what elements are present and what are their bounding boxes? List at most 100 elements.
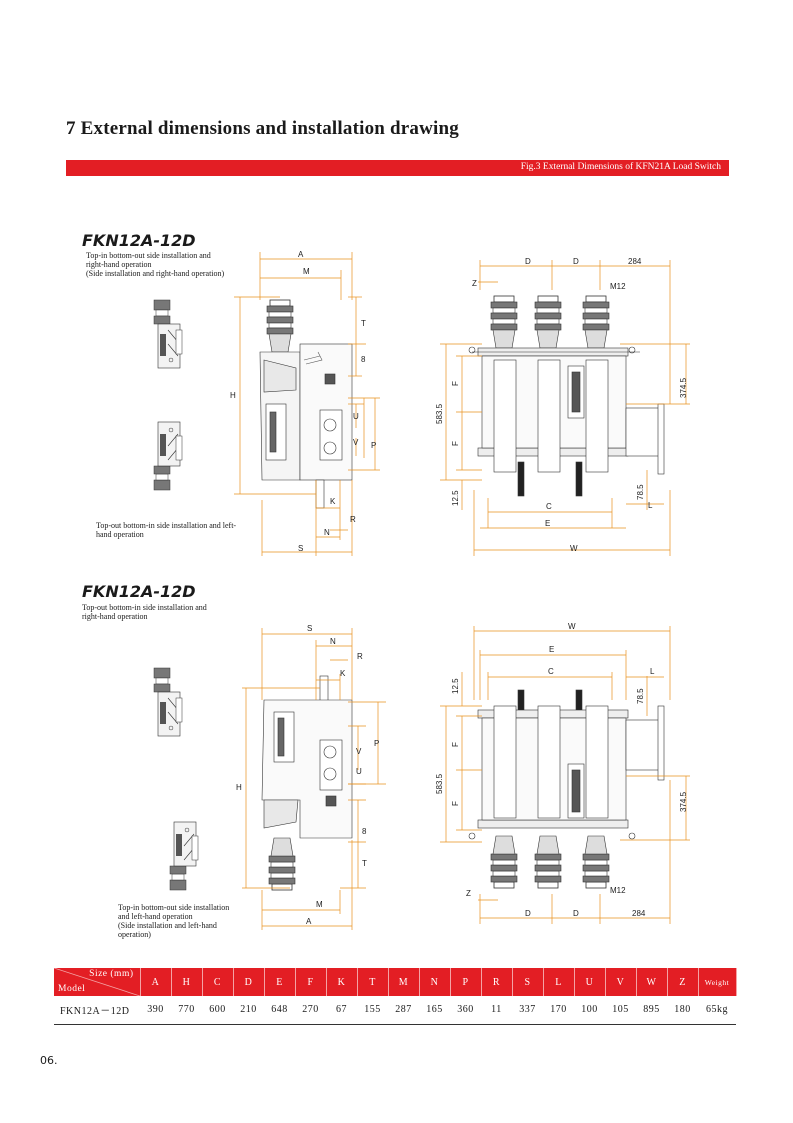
dim-label: Z bbox=[472, 279, 477, 288]
diagram2-side-labels: S N R K V U P H 8 T M A bbox=[236, 624, 379, 926]
column-header: T bbox=[357, 968, 389, 996]
table-cell: 11 bbox=[481, 996, 512, 1025]
installation-drawing: A M T 8 U V P H K R N S bbox=[153, 250, 690, 930]
diagram2-side-view bbox=[261, 675, 353, 891]
table-cell: 165 bbox=[419, 996, 450, 1025]
dim-label: C bbox=[548, 667, 554, 676]
dim-label: 284 bbox=[632, 909, 646, 918]
table-cell: 287 bbox=[388, 996, 419, 1025]
column-header: F bbox=[295, 968, 327, 996]
dim-label: V bbox=[356, 747, 362, 756]
dim-label: R bbox=[350, 515, 356, 524]
diagram2-model-title: FKN12A-12D bbox=[82, 582, 196, 601]
table-cell: 360 bbox=[450, 996, 481, 1025]
diagram2-note-bottom: Top-in bottom-out side installation and … bbox=[118, 903, 230, 939]
column-header: M bbox=[388, 968, 420, 996]
table-cell: 210 bbox=[233, 996, 264, 1025]
column-header: H bbox=[171, 968, 203, 996]
dim-label: S bbox=[307, 624, 312, 633]
dim-label: T bbox=[361, 319, 366, 328]
section-title: 7 External dimensions and installation d… bbox=[66, 118, 459, 139]
dim-label: L bbox=[650, 667, 655, 676]
dim-label: L bbox=[648, 501, 653, 510]
dim-label: 8 bbox=[361, 355, 366, 364]
size-model-header: Size (mm) Model bbox=[54, 968, 141, 996]
dim-label: D bbox=[573, 257, 579, 266]
diagram1-side-view bbox=[259, 299, 353, 509]
table-cell: 337 bbox=[512, 996, 543, 1025]
dim-label: F bbox=[451, 381, 460, 386]
column-header: W bbox=[636, 968, 668, 996]
dim-label: V bbox=[353, 438, 359, 447]
column-header: E bbox=[264, 968, 296, 996]
table-cell: FKN12A－12D bbox=[54, 996, 140, 1025]
column-header: D bbox=[233, 968, 265, 996]
diagram1-front-labels: D D 284 Z M12 F 583.5 F 374.5 12.5 78.5 … bbox=[435, 257, 688, 553]
dim-label: W bbox=[568, 622, 576, 631]
dim-label: 284 bbox=[628, 257, 642, 266]
diagram1-front-dimension-lines bbox=[440, 260, 690, 556]
table-row: FKN12A－12D 390 770 600 210 648 270 67 15… bbox=[54, 996, 736, 1025]
dim-label: P bbox=[371, 441, 376, 450]
dim-label: F bbox=[451, 742, 460, 747]
dim-label: 78.5 bbox=[636, 688, 645, 704]
dim-label: 583.5 bbox=[435, 403, 444, 424]
diagram1-side-labels: A M T 8 U V P H K R N S bbox=[230, 250, 376, 553]
column-header: L bbox=[543, 968, 575, 996]
dim-label: K bbox=[340, 669, 346, 678]
dim-label: M12 bbox=[610, 282, 626, 291]
column-header: K bbox=[326, 968, 358, 996]
table-cell: 390 bbox=[140, 996, 171, 1025]
dim-label: F bbox=[451, 801, 460, 806]
dim-label: E bbox=[545, 519, 550, 528]
column-header: Z bbox=[667, 968, 699, 996]
dim-label: R bbox=[357, 652, 363, 661]
table-cell: 180 bbox=[667, 996, 698, 1025]
table-cell: 270 bbox=[295, 996, 326, 1025]
dim-label: A bbox=[298, 250, 304, 259]
dim-label: M12 bbox=[610, 886, 626, 895]
dim-label: M bbox=[316, 900, 323, 909]
dim-label: H bbox=[236, 783, 242, 792]
column-header: N bbox=[419, 968, 451, 996]
dimensions-table: Size (mm) Model A H C D E F K T M N P R … bbox=[54, 968, 737, 1025]
column-header: R bbox=[481, 968, 513, 996]
dim-label: 374.5 bbox=[679, 791, 688, 812]
dim-label: 583.5 bbox=[435, 773, 444, 794]
dim-label: D bbox=[525, 909, 531, 918]
column-header: U bbox=[574, 968, 606, 996]
page-number: 06. bbox=[40, 1054, 58, 1067]
table-cell: 65kg bbox=[698, 996, 736, 1025]
dim-label: F bbox=[451, 441, 460, 446]
dim-label: H bbox=[230, 391, 236, 400]
table-cell: 648 bbox=[264, 996, 295, 1025]
dim-label: D bbox=[525, 257, 531, 266]
dim-label: P bbox=[374, 739, 379, 748]
diagram2-front-dimension-lines bbox=[440, 626, 690, 924]
dim-label: 374.5 bbox=[679, 377, 688, 398]
dim-label: C bbox=[546, 502, 552, 511]
dim-label: U bbox=[356, 767, 362, 776]
table-cell: 600 bbox=[202, 996, 233, 1025]
dim-label: K bbox=[330, 497, 336, 506]
dim-label: S bbox=[298, 544, 303, 553]
dim-label: A bbox=[306, 917, 312, 926]
diagram1-front-view bbox=[468, 295, 665, 497]
dim-label: N bbox=[330, 637, 336, 646]
diagram1-model-title: FKN12A-12D bbox=[82, 231, 196, 250]
dim-label: 78.5 bbox=[636, 484, 645, 500]
dim-label: E bbox=[549, 645, 554, 654]
column-header: C bbox=[202, 968, 234, 996]
dim-label: W bbox=[570, 544, 578, 553]
table-cell: 105 bbox=[605, 996, 636, 1025]
dim-label: M bbox=[303, 267, 310, 276]
diagram1-note-top: Top-in bottom-out side installation and … bbox=[86, 251, 225, 278]
dim-label: Z bbox=[466, 889, 471, 898]
dim-label: 8 bbox=[362, 827, 367, 836]
table-cell: 770 bbox=[171, 996, 202, 1025]
table-cell: 100 bbox=[574, 996, 605, 1025]
dim-label: 12.5 bbox=[451, 678, 460, 694]
diagram2-side-dimension-lines bbox=[242, 628, 386, 930]
dim-label: 12.5 bbox=[451, 490, 460, 506]
diagram2-front-labels: W E C L 12.5 78.5 F 583.5 F 374.5 Z M12 … bbox=[435, 622, 688, 918]
